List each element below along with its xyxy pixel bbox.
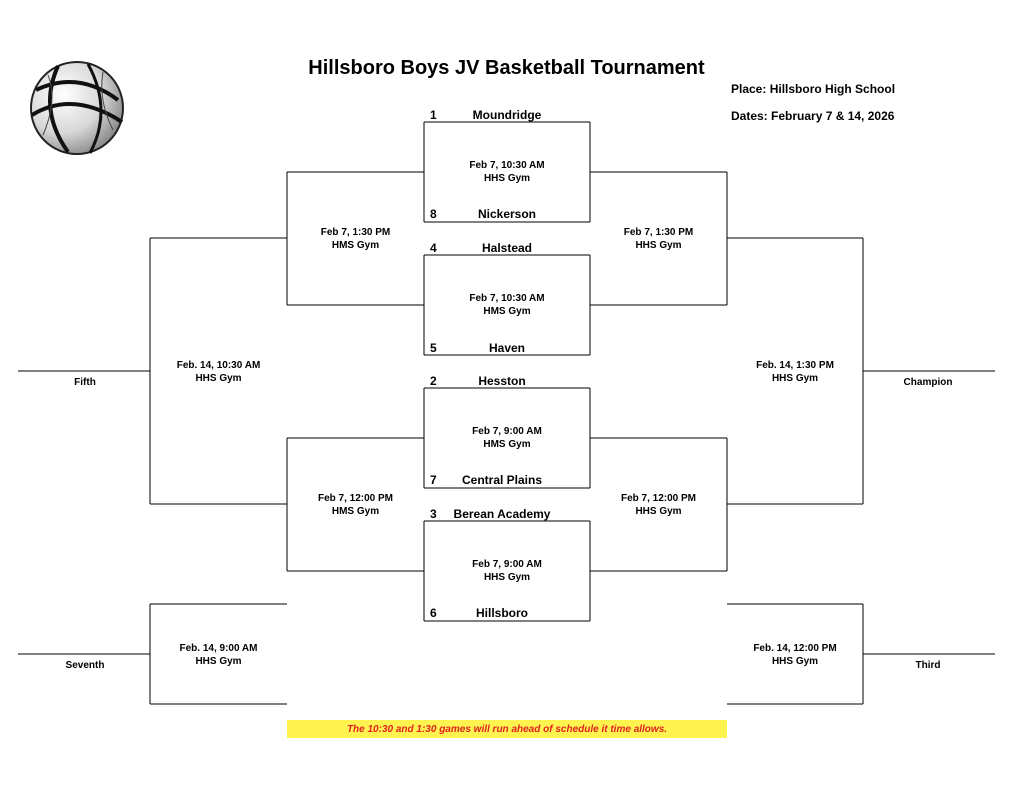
game-site: HHS Gym (483, 172, 531, 184)
team-seed: 6 (430, 606, 437, 620)
team-name: Hillsboro (475, 606, 528, 620)
game-info: Feb. 14, 9:00 AM HHS Gym (150, 643, 287, 668)
game-site: HMS Gym (483, 305, 531, 317)
team-name: Halstead (481, 241, 533, 255)
seventh-place-label: Seventh (65, 660, 105, 671)
team-seed: 5 (430, 341, 437, 355)
team-name: Hesston (478, 374, 526, 388)
game-time: Feb 7, 9:00 AM (472, 426, 542, 437)
page-title: Hillsboro Boys JV Basketball Tournament (308, 57, 705, 79)
game-info: Feb. 14, 12:00 PM HHS Gym (727, 643, 863, 668)
game-site: HHS Gym (195, 372, 242, 384)
game-site: HMS Gym (331, 505, 380, 517)
game-time: Feb 7, 9:00 AM (472, 559, 542, 570)
team-seed: 3 (430, 507, 437, 521)
game-site: HMS Gym (331, 239, 380, 251)
game-info: Feb 7, 9:00 AM HHS Gym (424, 559, 590, 584)
place-info: Place: Hillsboro High School (731, 82, 896, 96)
game-site: HHS Gym (771, 655, 819, 667)
team-name: Haven (488, 341, 526, 355)
game-info: Feb 7, 12:00 PM HMS Gym (287, 493, 424, 518)
team-seed: 2 (430, 374, 437, 388)
game-time: Feb. 14, 1:30 PM (756, 360, 834, 371)
game-time: Feb 7, 1:30 PM (623, 227, 694, 238)
game-site: HHS Gym (771, 372, 819, 384)
game-info: Feb. 14, 10:30 AM HHS Gym (150, 360, 287, 385)
game-time: Feb 7, 1:30 PM (320, 227, 391, 238)
team-seed: 8 (430, 207, 437, 221)
champion-label: Champion (903, 377, 953, 388)
game-info: Feb 7, 10:30 AM HMS Gym (424, 293, 590, 318)
fifth-place-label: Fifth (74, 377, 96, 388)
team-seed: 4 (430, 241, 437, 255)
schedule-note: The 10:30 and 1:30 games will run ahead … (287, 720, 727, 738)
game-time: Feb. 14, 10:30 AM (176, 360, 261, 371)
game-time: Feb. 14, 12:00 PM (753, 643, 837, 654)
game-site: HHS Gym (195, 655, 242, 667)
team-name: Nickerson (477, 207, 537, 221)
team-seed: 1 (430, 108, 437, 122)
game-info: Feb 7, 9:00 AM HMS Gym (424, 426, 590, 451)
team-name: Central Plains (461, 473, 543, 487)
team-seed: 7 (430, 473, 437, 487)
game-site: HHS Gym (635, 505, 682, 517)
game-info: Feb 7, 1:30 PM HMS Gym (287, 227, 424, 252)
game-site: HHS Gym (635, 239, 682, 251)
game-time: Feb 7, 12:00 PM (317, 493, 394, 504)
team-name: Moundridge (472, 108, 542, 122)
dates-info: Dates: February 7 & 14, 2026 (731, 109, 895, 123)
game-time: Feb 7, 12:00 PM (620, 493, 697, 504)
game-info: Feb 7, 1:30 PM HHS Gym (590, 227, 727, 252)
game-time: Feb 7, 10:30 AM (469, 293, 545, 304)
game-time: Feb 7, 10:30 AM (469, 160, 545, 171)
game-info: Feb. 14, 1:30 PM HHS Gym (727, 360, 863, 385)
basketball-logo (30, 61, 124, 155)
game-site: HHS Gym (483, 571, 531, 583)
team-name: Berean Academy (453, 507, 551, 521)
game-time: Feb. 14, 9:00 AM (179, 643, 258, 654)
game-info: Feb 7, 12:00 PM HHS Gym (590, 493, 727, 518)
third-place-label: Third (915, 660, 941, 671)
game-site: HMS Gym (483, 438, 531, 450)
game-info: Feb 7, 10:30 AM HHS Gym (424, 160, 590, 185)
